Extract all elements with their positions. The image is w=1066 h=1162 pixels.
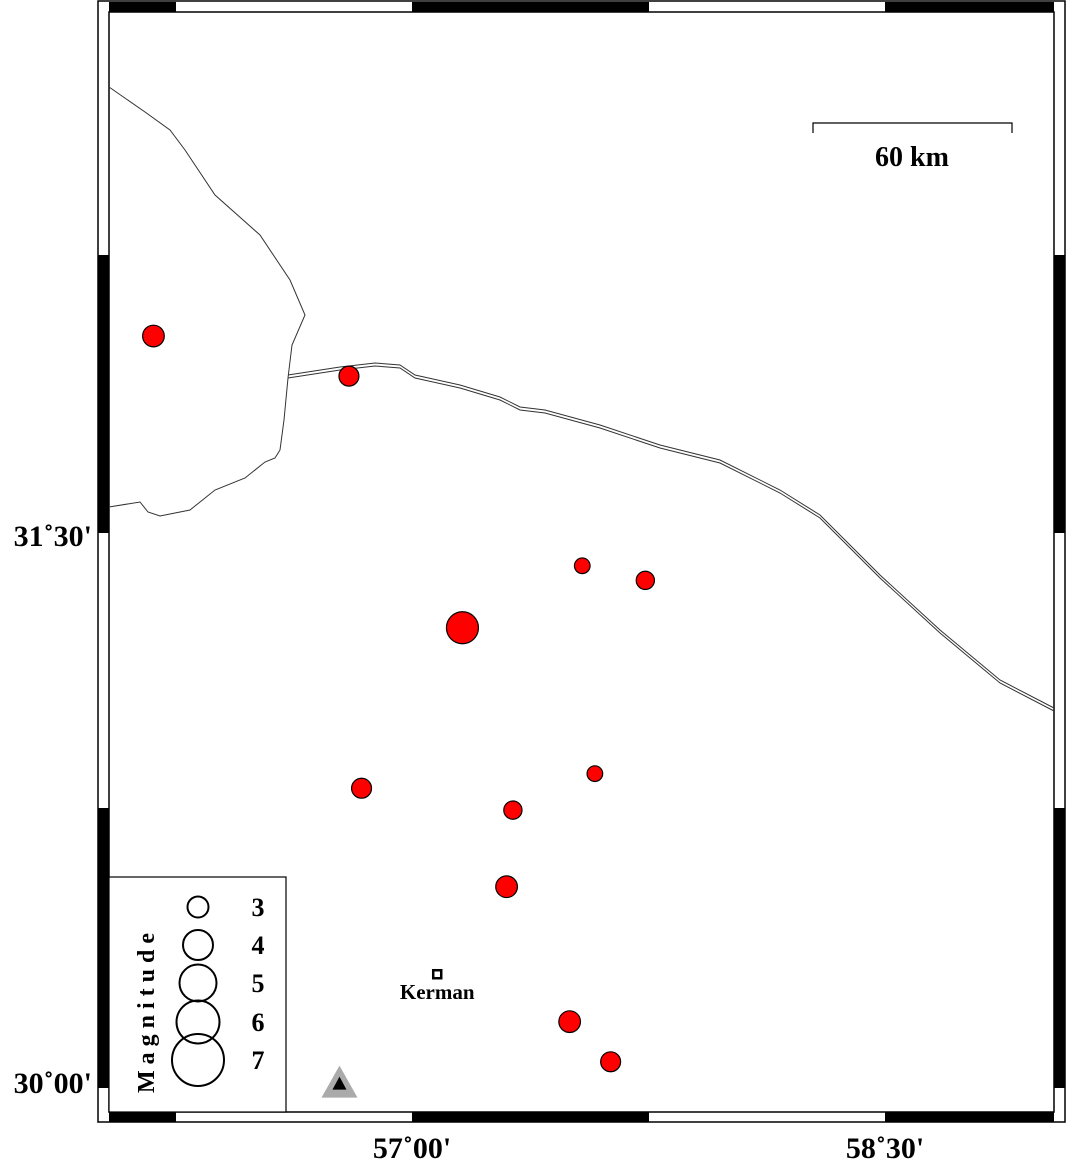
earthquake-events — [142, 324, 656, 1073]
event-circle — [495, 875, 519, 899]
scale-bar: 60 km — [812, 122, 1013, 173]
legend-title: Magnitude — [134, 927, 160, 1093]
legend-circle — [171, 1033, 225, 1087]
event-circle — [503, 800, 523, 820]
event-circle — [338, 365, 360, 387]
legend-label: 5 — [252, 969, 265, 998]
station-triangle-icon — [321, 1065, 358, 1098]
legend-circle — [182, 929, 214, 961]
city-square-icon — [431, 968, 443, 980]
y-tick-label: 31˚30' — [14, 520, 92, 553]
legend-label: 6 — [252, 1008, 265, 1037]
boundary-northeast-a — [287, 362, 1055, 709]
city-label: Kerman — [400, 980, 475, 1004]
event-circle — [600, 1051, 622, 1073]
x-tick-label: 57˚00' — [373, 1132, 451, 1162]
legend-label: 3 — [252, 893, 265, 922]
legend-circle — [186, 895, 210, 919]
boundary-west — [108, 86, 306, 517]
event-circle — [350, 777, 373, 799]
legend-label: 7 — [252, 1046, 265, 1075]
legend-circle — [175, 999, 221, 1045]
x-tick-label: 58˚30' — [846, 1132, 924, 1162]
event-circle — [445, 611, 480, 645]
event-circle — [635, 570, 656, 591]
boundary-northeast-b — [287, 365, 1055, 712]
scale-bar-label: 60 km — [875, 142, 949, 173]
province-boundaries — [108, 86, 1055, 712]
station-triangle — [332, 1076, 347, 1090]
event-circle — [558, 1010, 582, 1034]
magnitude-legend: Magnitude 3 4 5 6 7 — [108, 876, 287, 1113]
event-circle — [586, 765, 604, 783]
city-marker: Kerman — [400, 968, 475, 1004]
event-circle — [573, 557, 591, 575]
event-circle — [142, 324, 165, 348]
y-tick-label: 30˚00' — [14, 1067, 92, 1100]
legend-label: 4 — [252, 931, 265, 960]
